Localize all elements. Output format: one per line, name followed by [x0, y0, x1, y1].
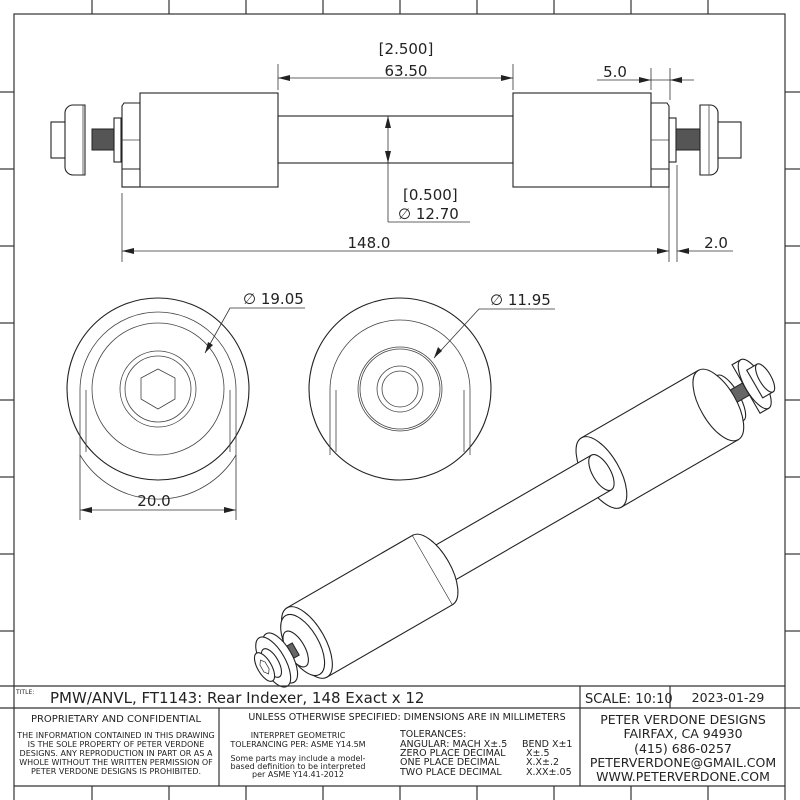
- tolerance-label: ANGULAR: MACH X±.5: [400, 739, 507, 750]
- company-phone: (415) 686-0257: [634, 741, 732, 756]
- tolerance-label: ZERO PLACE DECIMAL: [400, 748, 506, 759]
- tolerance-value: X±.5: [526, 748, 550, 759]
- shaft: [277, 115, 514, 164]
- company-website: WWW.PETERVERDONE.COM: [596, 769, 770, 784]
- tolerance-value: X.XX±.05: [526, 767, 572, 778]
- nut-right: [650, 102, 670, 170]
- company-name: PETER VERDONE DESIGNS: [600, 712, 766, 727]
- units-note: UNLESS OTHERWISE SPECIFIED: DIMENSIONS A…: [248, 712, 565, 723]
- thread-right: [675, 128, 701, 151]
- mbd-note: per ASME Y14.41-2012: [252, 770, 344, 779]
- proprietary-line: IS THE SOLE PROPERTY OF PETER VERDONE: [28, 740, 205, 749]
- date: 2023-01-29: [692, 690, 765, 705]
- mbd-note: based definition to be interpreted: [231, 762, 366, 771]
- cylinder-right: [512, 92, 652, 188]
- isometric-view: [253, 358, 776, 688]
- proprietary-line: WHOLE WITHOUT THE WRITTEN PERMISSION OF: [19, 758, 213, 767]
- tolerance-label: TWO PLACE DECIMAL: [399, 767, 502, 778]
- proprietary-heading: PROPRIETARY AND CONFIDENTIAL: [31, 714, 201, 725]
- mbd-note: Some parts may include a model-: [230, 754, 365, 763]
- dimension-shaft-length: [2.500] 63.50: [277, 40, 514, 90]
- dimension-shaft-diameter: [0.500] ∅ 12.70: [385, 116, 470, 223]
- hex-socket-icon: [140, 368, 176, 410]
- tolerance-value: X.X±.2: [526, 757, 559, 768]
- dim-text: ∅ 12.70: [398, 205, 459, 223]
- tolerance-value: BEND X±1: [522, 739, 572, 750]
- dim-text: 20.0: [137, 492, 170, 510]
- dim-text: [2.500]: [379, 40, 434, 58]
- dim-text: 148.0: [348, 234, 391, 252]
- dim-text: ∅ 11.95: [490, 291, 551, 309]
- dimension-overall-length: 148.0 2.0: [121, 165, 733, 262]
- gdt-note: TOLERANCING PER: ASME Y14.5M: [229, 740, 365, 749]
- washer-flange-left: [64, 104, 86, 176]
- proprietary-line: THE INFORMATION CONTAINED IN THIS DRAWIN…: [16, 731, 214, 740]
- dimension-flat-width: 20.0: [79, 455, 237, 520]
- title-label: TITLE:: [15, 689, 34, 696]
- dimension-inner-diameter: ∅ 11.95: [433, 291, 555, 359]
- dimension-nut-offset: 5.0: [597, 63, 694, 100]
- drawing-title: PMW/ANVL, FT1143: Rear Indexer, 148 Exac…: [50, 689, 424, 707]
- end-view-screw: ∅ 19.05 20.0: [66, 290, 305, 520]
- company-address: FAIRFAX, CA 94930: [623, 726, 742, 741]
- dimension-outer-diameter: ∅ 19.05: [204, 290, 305, 354]
- dim-text: 5.0: [603, 63, 627, 81]
- cylinder-left: [139, 92, 279, 188]
- screw-head-right: [717, 121, 742, 159]
- company-email: PETERVERDONE@GMAIL.COM: [590, 755, 776, 770]
- end-view-nut: ∅ 11.95: [308, 291, 555, 481]
- dim-text: 63.50: [385, 62, 428, 80]
- proprietary-line: DESIGNS. ANY REPRODUCTION IN PART OR AS …: [20, 749, 213, 758]
- proprietary-line: PETER VERDONE DESIGNS IS PROHIBITED.: [31, 767, 201, 776]
- dim-text: 2.0: [704, 234, 728, 252]
- title-block: TITLE: PMW/ANVL, FT1143: Rear Indexer, 1…: [0, 685, 785, 787]
- gdt-note: INTERPRET GEOMETRIC: [251, 731, 346, 740]
- nut-left: [121, 102, 141, 170]
- thread-left: [91, 128, 115, 151]
- dim-text: [0.500]: [403, 186, 458, 204]
- dim-text: ∅ 19.05: [243, 290, 304, 308]
- tolerances-heading: TOLERANCES:: [399, 729, 466, 740]
- side-view: [2.500] 63.50 5.0 [0.500] ∅ 12.70: [50, 40, 742, 262]
- scale: SCALE: 10:10: [585, 692, 673, 707]
- tolerance-label: ONE PLACE DECIMAL: [400, 757, 500, 768]
